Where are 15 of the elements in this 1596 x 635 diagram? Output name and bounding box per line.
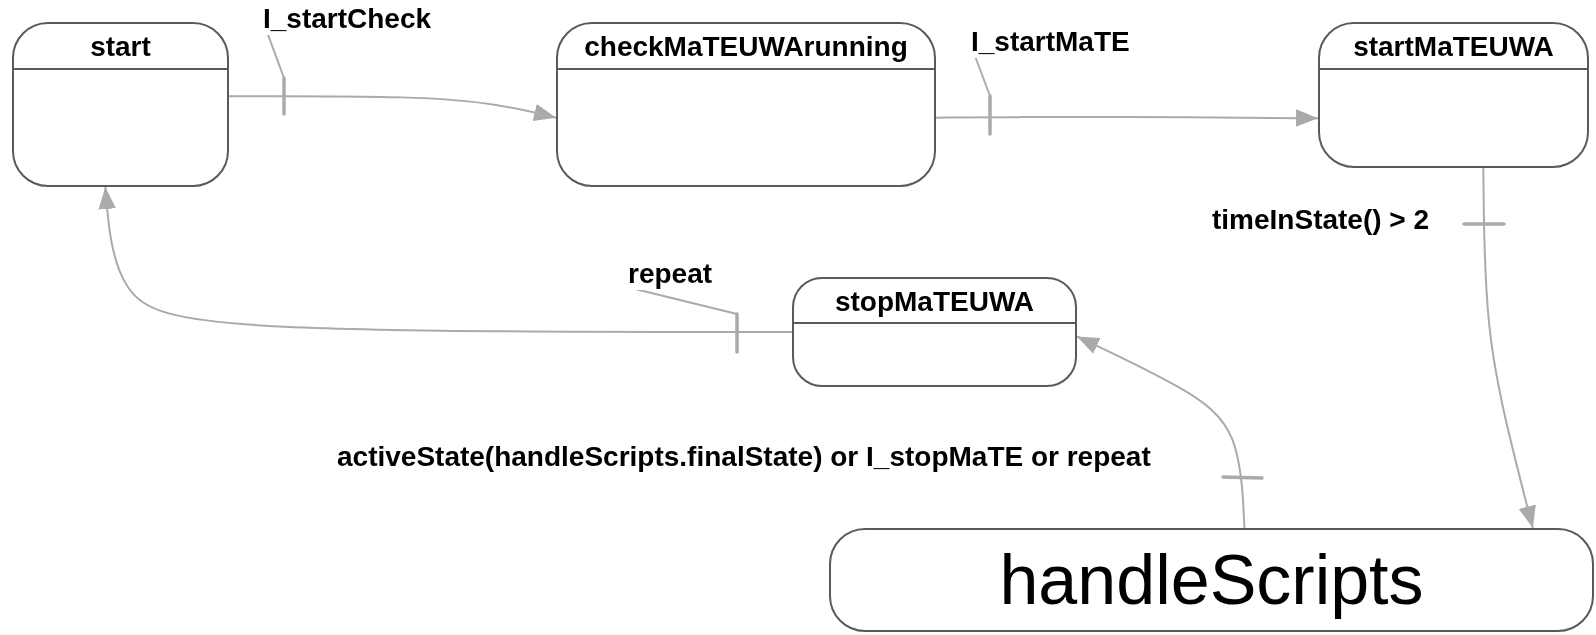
transition-arrow <box>1482 167 1536 529</box>
state-name: startMaTEUWA <box>1353 30 1554 64</box>
state-box <box>556 22 936 187</box>
state-box <box>12 22 229 187</box>
state-box <box>792 277 1077 387</box>
state-name: start <box>90 30 151 64</box>
transition-arrow <box>1076 335 1246 529</box>
state-name: stopMaTEUWA <box>834 285 1035 319</box>
state-box <box>829 528 1594 632</box>
state-name: handleScripts <box>999 540 1424 620</box>
transition-arrow <box>935 109 1319 127</box>
state-box <box>1318 22 1589 168</box>
transition-arrow <box>228 95 557 121</box>
transition-arrow <box>98 186 793 333</box>
state-name: checkMaTEUWArunning <box>584 30 908 64</box>
